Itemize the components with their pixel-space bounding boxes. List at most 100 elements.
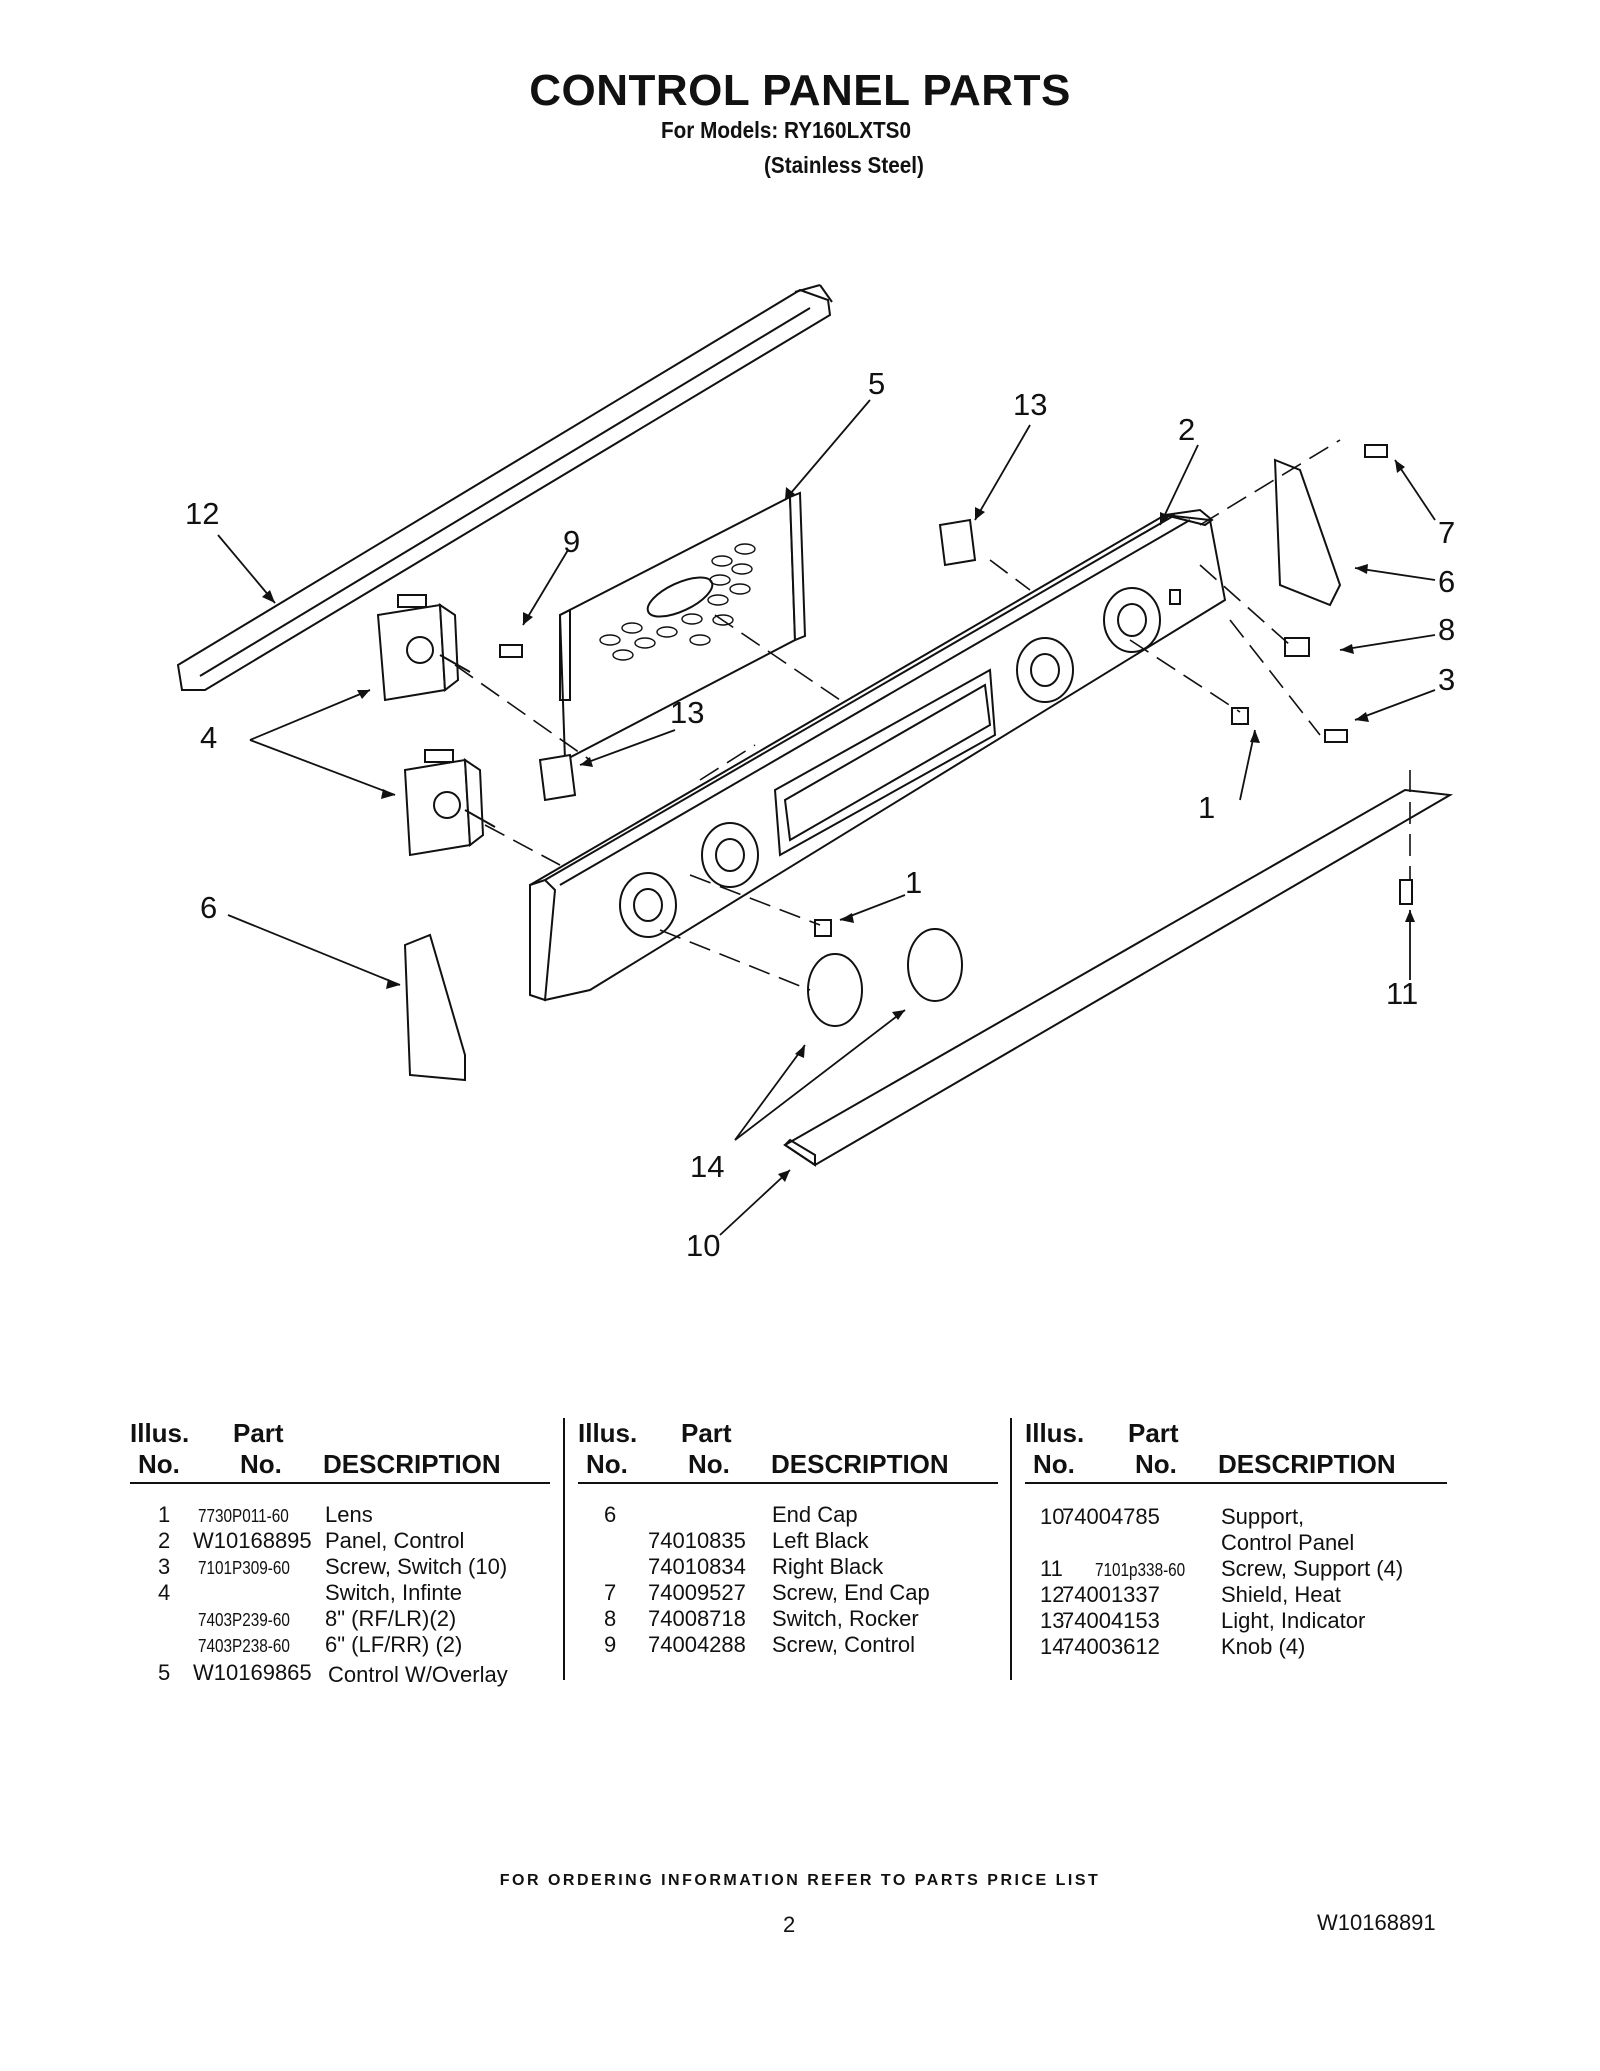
- col1-header-rule: [130, 1482, 550, 1484]
- table-cell-illus: 14: [1040, 1634, 1065, 1659]
- table-cell-desc: Control Panel: [1221, 1530, 1355, 1555]
- exploded-diagram: 1 1 2 3 4 5 6 6 7 8 9 10 11 12 13 13 14: [176, 284, 1455, 1263]
- callout-1a: 1: [1198, 790, 1215, 825]
- table-cell-desc: Screw, Switch (10): [325, 1554, 508, 1579]
- callout-5: 5: [868, 366, 885, 401]
- table-cell-part: W10168895: [193, 1528, 312, 1553]
- callout-1b: 1: [905, 865, 922, 900]
- col1-illus-header-top: Illus.: [130, 1418, 190, 1448]
- col2-header-rule: [578, 1482, 998, 1484]
- document-number: W10168891: [1317, 1910, 1436, 1935]
- indicator-light-part: [538, 518, 977, 802]
- ordering-note: FOR ORDERING INFORMATION REFER TO PARTS …: [499, 1872, 1101, 1889]
- col2-part-header-bottom: No.: [688, 1449, 730, 1479]
- callout-9: 9: [563, 524, 580, 559]
- table-cell-illus: 11: [1040, 1556, 1063, 1581]
- infinite-switch-part: [376, 594, 496, 857]
- table-cell-part: W10169865: [193, 1660, 312, 1685]
- finish-line: (Stainless Steel): [764, 152, 924, 178]
- knob-part: [807, 928, 963, 1027]
- control-overlay-part: [558, 491, 807, 762]
- callout-4: 4: [200, 720, 217, 755]
- col1-part-header-top: Part: [233, 1418, 284, 1448]
- table-cell-illus: 9: [604, 1632, 617, 1657]
- callout-8: 8: [1438, 612, 1455, 647]
- col3-illus-header-top: Illus.: [1025, 1418, 1085, 1448]
- table-cell-desc: Right Black: [772, 1554, 884, 1579]
- callout-6b: 6: [200, 890, 217, 925]
- table-cell-part: 74010835: [648, 1528, 746, 1553]
- col1-illus-header-bottom: No.: [138, 1449, 180, 1479]
- table-cell-desc: Knob (4): [1221, 1634, 1306, 1659]
- table-cell-desc: Light, Indicator: [1221, 1608, 1366, 1633]
- callout-12: 12: [185, 496, 219, 531]
- table-cell-part: 7403P239-60: [198, 1610, 290, 1630]
- col3-header-rule: [1025, 1482, 1447, 1484]
- table-cell-part: 74004153: [1062, 1608, 1160, 1633]
- table-cell-desc: End Cap: [772, 1502, 858, 1527]
- table-cell-part: 7101P309-60: [198, 1558, 290, 1578]
- table-cell-illus: 7: [604, 1580, 617, 1605]
- table-cell-desc: Switch, Infinte: [325, 1580, 462, 1605]
- table-cell-part: 74004288: [648, 1632, 746, 1657]
- col2-illus-header-bottom: No.: [586, 1449, 628, 1479]
- table-cell-desc: Support,: [1221, 1504, 1305, 1529]
- callout-2: 2: [1178, 412, 1195, 447]
- table-cell-illus: 10: [1040, 1504, 1065, 1529]
- callout-11: 11: [1386, 976, 1418, 1011]
- column-divider: [1010, 1418, 1012, 1680]
- table-cell-part: 7730P011-60: [198, 1506, 289, 1526]
- table-cell-illus: 8: [604, 1606, 617, 1631]
- callout-6a: 6: [1438, 564, 1455, 599]
- table-cell-part: 7403P238-60: [198, 1636, 290, 1656]
- table-cell-illus: 1: [158, 1502, 171, 1527]
- table-cell-illus: 6: [604, 1502, 617, 1527]
- table-cell-desc: Panel, Control: [325, 1528, 465, 1553]
- table-cell-illus: 5: [158, 1660, 171, 1685]
- col3-part-header-bottom: No.: [1135, 1449, 1177, 1479]
- table-cell-part: 74001337: [1062, 1582, 1160, 1607]
- table-cell-illus: 2: [158, 1528, 171, 1553]
- callout-13b: 13: [670, 695, 704, 730]
- col1-part-header-bottom: No.: [240, 1449, 282, 1479]
- callout-7: 7: [1438, 515, 1455, 550]
- callout-3: 3: [1438, 662, 1455, 697]
- table-cell-desc: Left Black: [772, 1528, 869, 1553]
- support-part: [783, 788, 1454, 1167]
- col3-part-header-top: Part: [1128, 1418, 1179, 1448]
- table-cell-desc: Screw, Control: [772, 1632, 916, 1657]
- table-cell-illus: 3: [158, 1554, 171, 1579]
- table-cell-illus: 13: [1040, 1608, 1065, 1633]
- table-cell-desc: Screw, Support (4): [1221, 1556, 1404, 1581]
- col3-description-header: DESCRIPTION: [1218, 1449, 1396, 1479]
- page-number: 2: [783, 1912, 796, 1937]
- table-cell-desc: Screw, End Cap: [772, 1580, 930, 1605]
- col2-description-header: DESCRIPTION: [771, 1449, 949, 1479]
- heat-shield-part: [176, 284, 833, 691]
- page-title: CONTROL PANEL PARTS: [529, 66, 1071, 115]
- col2-illus-header-top: Illus.: [578, 1418, 638, 1448]
- table-cell-illus: 12: [1040, 1582, 1065, 1607]
- table-cell-desc: Shield, Heat: [1221, 1582, 1341, 1607]
- table-cell-desc: 8" (RF/LR)(2): [325, 1606, 457, 1631]
- col3-illus-header-bottom: No.: [1033, 1449, 1075, 1479]
- col1-description-header: DESCRIPTION: [323, 1449, 501, 1479]
- column-divider: [563, 1418, 565, 1680]
- col2-part-header-top: Part: [681, 1418, 732, 1448]
- callout-14: 14: [690, 1149, 724, 1184]
- table-cell-illus: 4: [158, 1580, 171, 1605]
- end-cap-part: [403, 458, 1342, 1082]
- table-cell-desc: 6" (LF/RR) (2): [325, 1632, 463, 1657]
- table-cell-part: 74008718: [648, 1606, 746, 1631]
- table-cell-part: 74003612: [1062, 1634, 1160, 1659]
- table-cell-part: 74010834: [648, 1554, 746, 1579]
- callout-13a: 13: [1013, 387, 1047, 422]
- table-cell-part: 74009527: [648, 1580, 746, 1605]
- table-cell-part: 7101p338-60: [1095, 1560, 1186, 1580]
- table-cell-desc: Control W/Overlay: [328, 1662, 508, 1687]
- callout-10: 10: [686, 1228, 720, 1263]
- table-cell-desc: Lens: [325, 1502, 373, 1527]
- models-line: For Models: RY160LXTS0: [661, 117, 911, 143]
- table-cell-desc: Switch, Rocker: [772, 1606, 919, 1631]
- screw-part: [499, 444, 1413, 937]
